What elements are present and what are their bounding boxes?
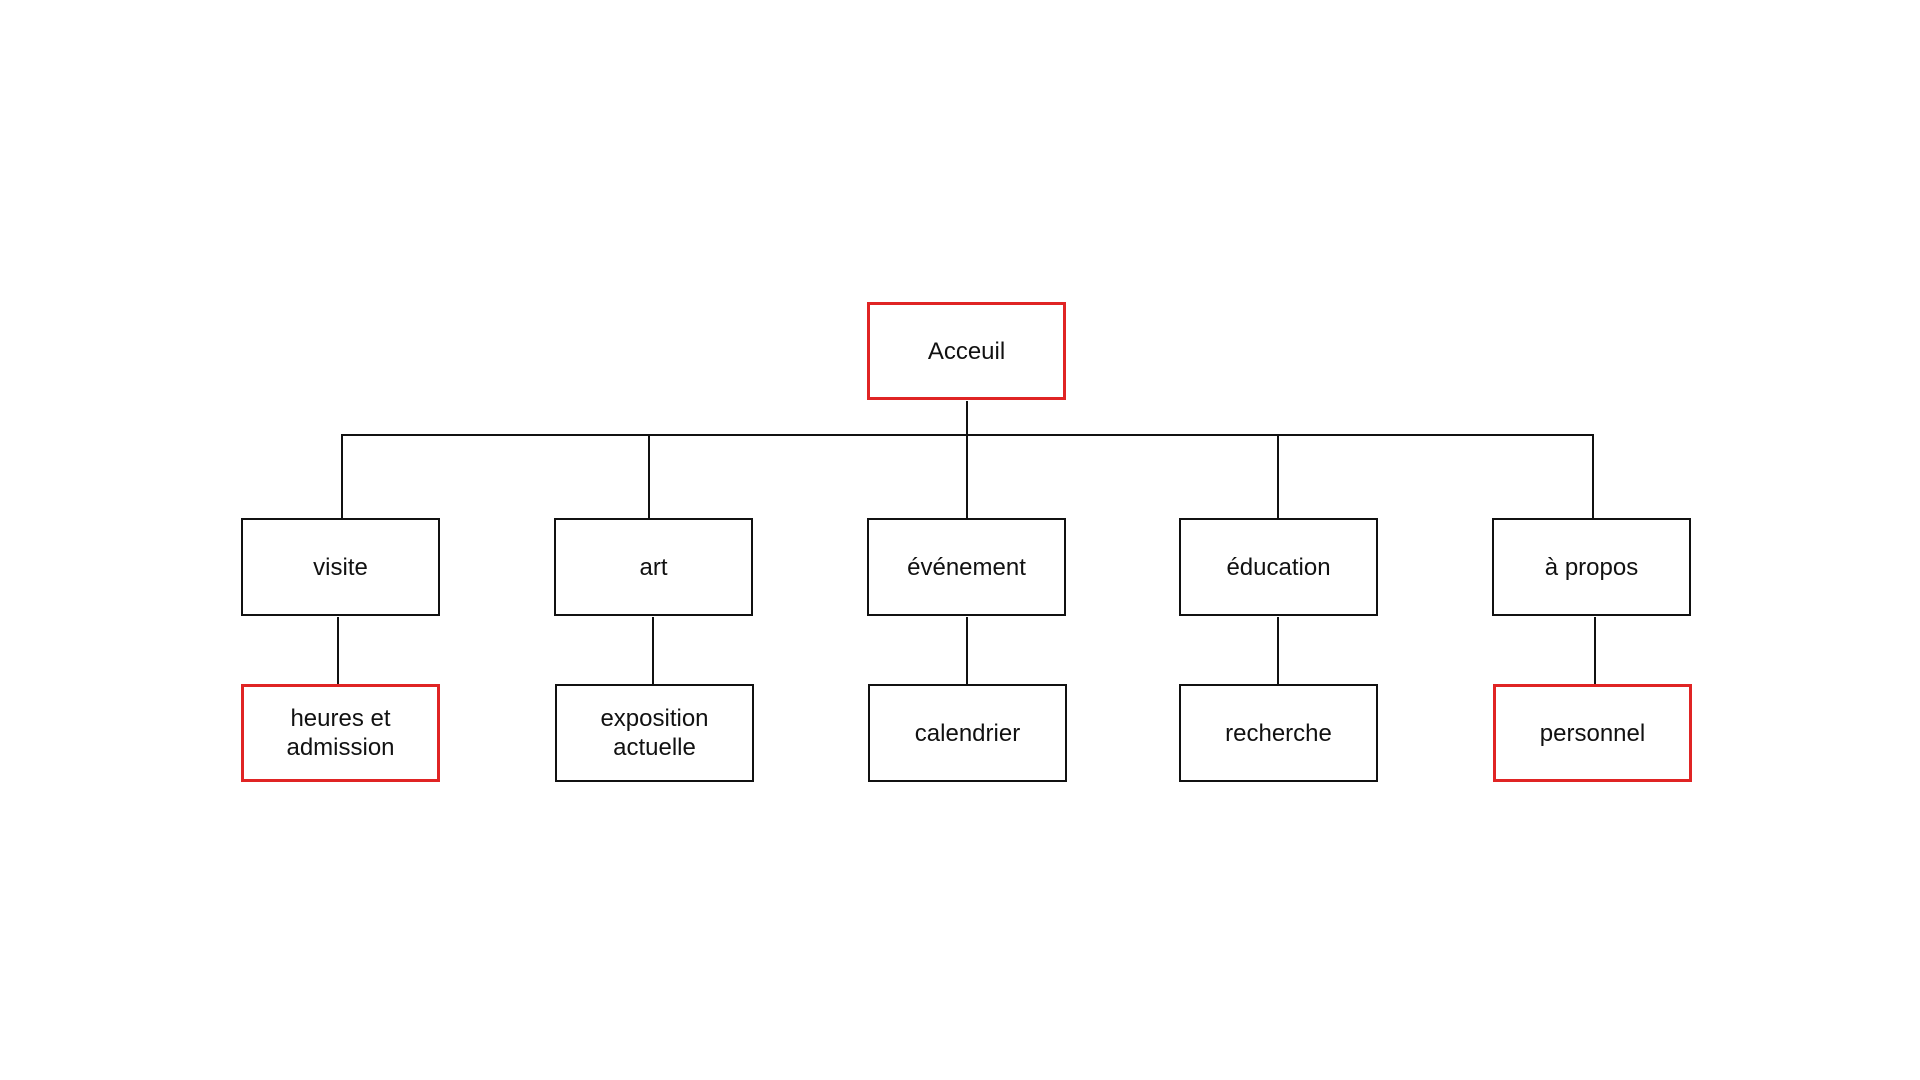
node-personnel: personnel — [1493, 684, 1692, 782]
node-label: calendrier — [914, 719, 1021, 747]
node-label: éducation — [1226, 553, 1331, 581]
node-label: personnel — [1539, 719, 1646, 747]
edge-evenement-to-calendrier — [966, 617, 968, 685]
edge-visite-to-heures — [337, 617, 339, 685]
edge-bus-to-education — [1277, 434, 1279, 519]
node-recherche: recherche — [1179, 684, 1378, 782]
node-label: heures et admission — [286, 705, 395, 761]
node-heures-et-admission: heures et admission — [241, 684, 440, 782]
edge-bus-to-art — [648, 434, 650, 519]
edge-bus-to-a-propos — [1592, 434, 1594, 519]
node-label: visite — [313, 553, 368, 581]
edge-education-to-recherche — [1277, 617, 1279, 685]
node-a-propos: à propos — [1492, 518, 1691, 616]
node-evenement: événement — [867, 518, 1066, 616]
edge-bus-to-evenement — [966, 434, 968, 519]
edge-bus-to-visite — [341, 434, 343, 519]
node-label: exposition actuelle — [600, 705, 709, 761]
edge-a-propos-to-personnel — [1594, 617, 1596, 685]
node-visite: visite — [241, 518, 440, 616]
node-acceuil: Acceuil — [867, 302, 1066, 400]
edge-art-to-exposition — [652, 617, 654, 685]
node-exposition-actuelle: exposition actuelle — [555, 684, 754, 782]
node-label: Acceuil — [927, 337, 1006, 365]
edge-root-to-bus — [966, 401, 968, 435]
node-art: art — [554, 518, 753, 616]
node-label: art — [639, 553, 668, 581]
node-calendrier: calendrier — [868, 684, 1067, 782]
node-education: éducation — [1179, 518, 1378, 616]
node-label: événement — [907, 553, 1026, 581]
node-label: à propos — [1544, 553, 1639, 581]
node-label: recherche — [1225, 719, 1332, 747]
